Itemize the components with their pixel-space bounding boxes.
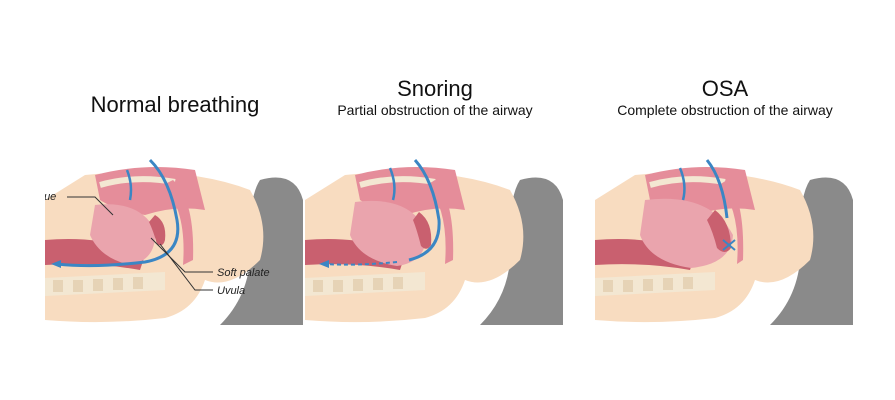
tongue-shape (350, 200, 427, 266)
panel-title: Normal breathing (90, 92, 260, 117)
tongue-shape (90, 204, 156, 265)
panel-subtitle: Partial obstruction of the airway (337, 102, 533, 118)
label-soft-palate: Soft palate (217, 267, 270, 279)
posterior-airway (163, 180, 194, 265)
panel-normal-breathing: Normal breathing Tongue Soft pala (45, 0, 305, 400)
panel-snoring: Snoring Partial obstruction of the airwa… (305, 0, 565, 400)
posterior-airway (719, 180, 744, 264)
panel-subtitle: Complete obstruction of the airway (617, 102, 833, 118)
airflow-arrow (408, 158, 441, 262)
label-tongue: Tongue (45, 191, 56, 203)
airway-illustration-osa (595, 159, 853, 325)
posterior-airway (427, 180, 454, 264)
airflow-arrow (56, 158, 180, 268)
airflow-arrow (705, 159, 729, 219)
airway-illustration-normal: Tongue Soft palate Uvula (45, 158, 303, 325)
label-uvula: Uvula (217, 285, 245, 297)
obstruction-mark (722, 239, 736, 251)
soft-palate (413, 212, 432, 249)
soft-palate (149, 215, 166, 246)
panel-title: Snoring (397, 76, 473, 101)
tongue-shape (640, 198, 733, 268)
panel-title: OSA (701, 76, 749, 101)
airway-illustration-snoring (305, 158, 563, 325)
panel-osa: OSA Complete obstruction of the airway (595, 0, 855, 400)
